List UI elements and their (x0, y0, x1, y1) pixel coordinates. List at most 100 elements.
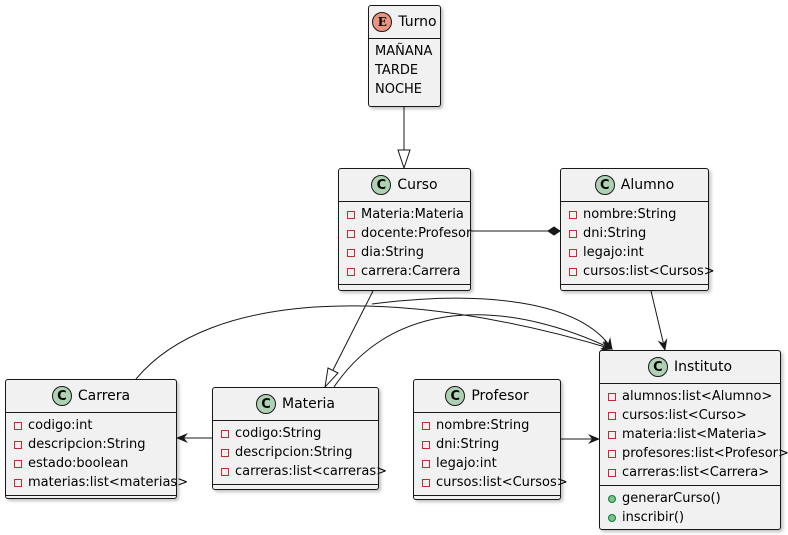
methods-section (213, 484, 378, 491)
class-profesor: C Profesor nombre:String dni:String lega… (413, 379, 568, 502)
attribute-text: alumnos:list<Alumno> (622, 389, 773, 404)
attribute-text: carreras:list<carreras> (235, 464, 388, 479)
edge-curso-materia (332, 290, 374, 371)
attribute-row: Materia:Materia (339, 205, 470, 224)
private-visibility-icon (422, 440, 430, 449)
class-materia: C Materia codigo:String descripcion:Stri… (212, 387, 387, 491)
private-visibility-icon (14, 478, 22, 487)
attributes-section: codigo:String descripcion:String carrera… (213, 421, 387, 484)
private-visibility-icon (569, 229, 577, 238)
attribute-row: alumnos:list<Alumno> (600, 387, 780, 406)
attribute-row: carreras:list<carreras> (213, 462, 387, 481)
attribute-row: dia:String (339, 243, 470, 262)
enum-value: MAÑANA (375, 44, 433, 59)
attribute-text: dni:String (583, 226, 647, 241)
class-name: Instituto (673, 359, 733, 375)
attribute-row: carrera:Carrera (339, 262, 470, 281)
private-visibility-icon (569, 248, 577, 257)
class-stereotype-icon: C (445, 386, 466, 406)
generalization-arrowhead (324, 367, 339, 389)
attribute-row: materias:list<materias> (6, 473, 188, 492)
attribute-row: descripcion:String (6, 435, 176, 454)
private-visibility-icon (608, 411, 616, 420)
class-stereotype-icon: C (594, 175, 615, 195)
attribute-text: codigo:String (235, 426, 322, 441)
attribute-text: descripcion:String (235, 445, 353, 460)
class-stereotype-icon: C (51, 386, 72, 406)
attribute-text: legajo:int (583, 245, 644, 260)
class-header: C Materia (213, 388, 378, 421)
edge-materia-instituto (333, 314, 613, 388)
class-name: Curso (397, 177, 438, 193)
edge-alumno-instituto (650, 290, 668, 351)
class-header: C Profesor (414, 380, 560, 413)
attribute-row: carreras:list<Carrera> (600, 463, 780, 482)
class-name: Turno (398, 14, 437, 30)
private-visibility-icon (608, 392, 616, 401)
attribute-text: cursos:list<Curso> (622, 408, 747, 423)
method-row: inscribir() (600, 508, 780, 527)
attribute-row: estado:boolean (6, 454, 176, 473)
class-header: C Carrera (6, 380, 176, 413)
class-carrera: C Carrera codigo:int descripcion:String … (5, 379, 188, 502)
private-visibility-icon (608, 468, 616, 477)
private-visibility-icon (422, 478, 430, 487)
methods-section (561, 284, 708, 291)
private-visibility-icon (569, 210, 577, 219)
edge-carrera-instituto (135, 305, 613, 380)
class-name: Alumno (620, 177, 675, 193)
attribute-row: profesores:list<Profesor> (600, 444, 788, 463)
class-stereotype-icon: C (256, 394, 276, 414)
class-header: C Instituto (600, 351, 780, 384)
attribute-text: Materia:Materia (361, 207, 464, 222)
attribute-text: profesores:list<Profesor> (622, 446, 788, 461)
methods-section (414, 495, 560, 502)
enum-stereotype-icon: E (372, 12, 393, 32)
enum-value: TARDE (375, 63, 419, 78)
private-visibility-icon (221, 467, 229, 476)
private-visibility-icon (347, 210, 355, 219)
class-curso: C Curso Materia:Materia docente:Profesor… (338, 168, 471, 291)
class-header: E Turno (369, 6, 440, 39)
attribute-text: materia:list<Materia> (622, 427, 768, 442)
private-visibility-icon (14, 440, 22, 449)
attributes-section: alumnos:list<Alumno> cursos:list<Curso> … (600, 384, 788, 485)
class-name: Carrera (77, 388, 131, 404)
attribute-text: legajo:int (436, 456, 497, 471)
attribute-text: carrera:Carrera (361, 264, 461, 279)
attributes-section: nombre:String dni:String legajo:int curs… (414, 413, 568, 495)
attribute-text: codigo:int (28, 418, 93, 433)
composition-diamond (547, 226, 561, 236)
attribute-row: materia:list<Materia> (600, 425, 780, 444)
methods-section (339, 284, 470, 291)
class-name: Materia (282, 396, 335, 412)
attribute-row: codigo:int (6, 416, 176, 435)
attribute-text: cursos:list<Cursos> (583, 264, 715, 279)
enum-values: MAÑANA TARDE NOCHE (369, 39, 440, 102)
enum-turno: E Turno MAÑANA TARDE NOCHE (368, 5, 441, 107)
attribute-text: docente:Profesor (361, 226, 472, 241)
methods-section (6, 495, 176, 502)
class-instituto: C Instituto alumnos:list<Alumno> cursos:… (599, 350, 788, 530)
attribute-row: nombre:String (414, 416, 560, 435)
attributes-section: codigo:int descripcion:String estado:boo… (6, 413, 188, 495)
attribute-row: cursos:list<Cursos> (414, 473, 568, 492)
class-header: C Curso (339, 169, 470, 202)
private-visibility-icon (347, 248, 355, 257)
class-stereotype-icon: C (371, 175, 392, 195)
private-visibility-icon (608, 449, 616, 458)
class-name: Profesor (471, 388, 529, 404)
edge-curso-instituto (371, 297, 613, 350)
attribute-row: cursos:list<Cursos> (561, 262, 715, 281)
method-text: inscribir() (622, 510, 685, 525)
attribute-text: descripcion:String (28, 437, 146, 452)
method-row: generarCurso() (600, 489, 780, 508)
method-text: generarCurso() (622, 491, 721, 506)
private-visibility-icon (608, 430, 616, 439)
attribute-text: carreras:list<Carrera> (622, 465, 770, 480)
attribute-text: dni:String (436, 437, 500, 452)
attribute-row: cursos:list<Curso> (600, 406, 780, 425)
private-visibility-icon (347, 267, 355, 276)
